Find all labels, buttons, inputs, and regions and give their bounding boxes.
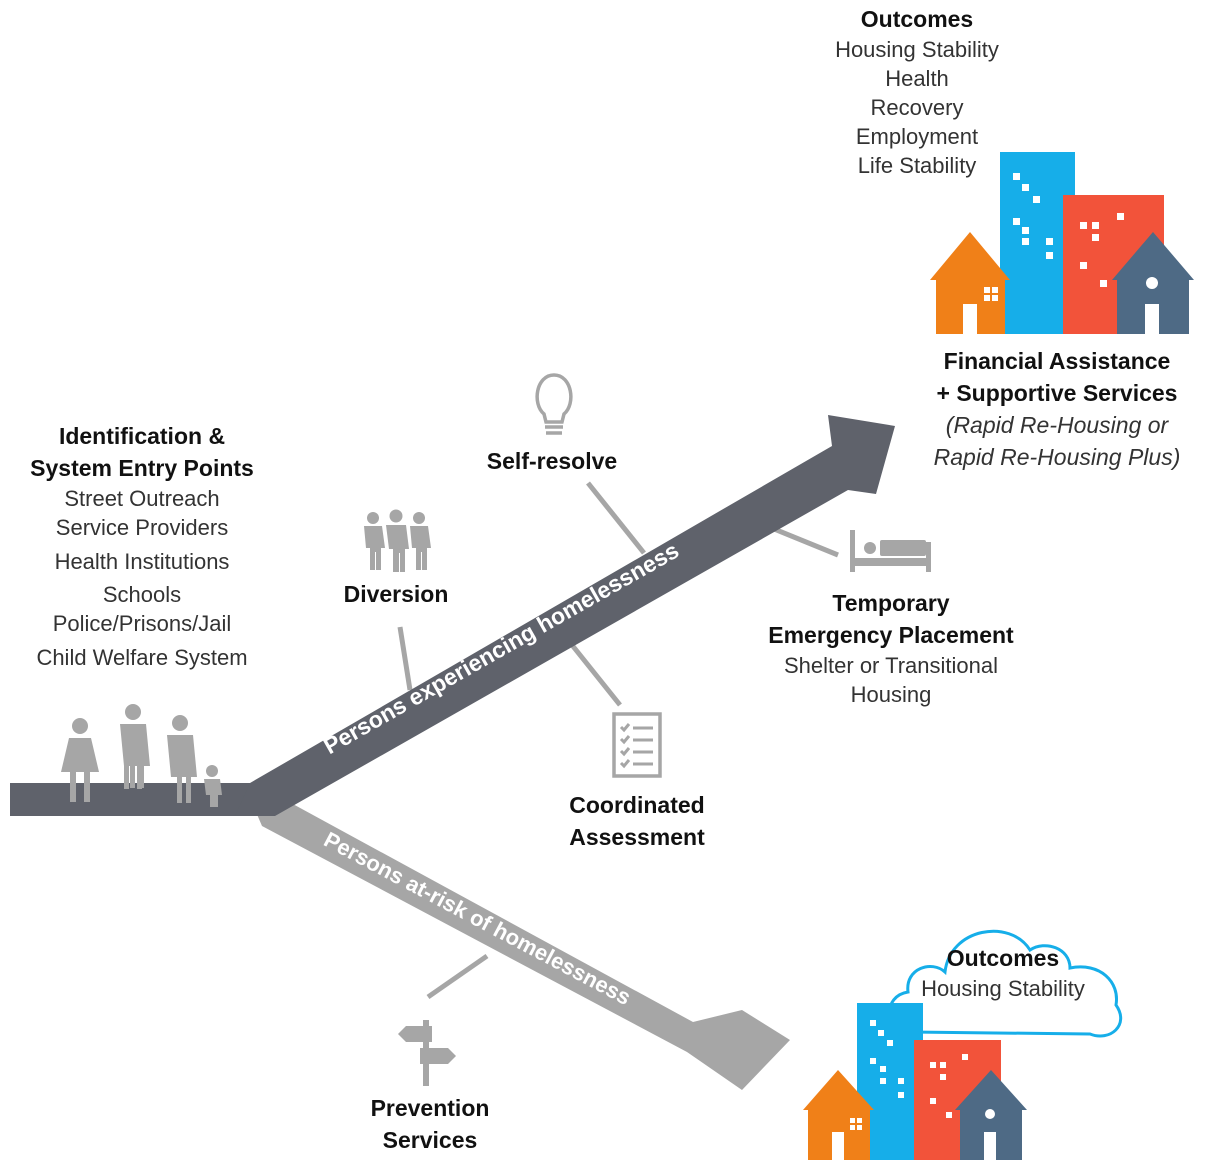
outcomes-top-block: Outcomes Housing Stability Health Recove… [797,3,1037,180]
city-housing-icon-bottom [803,1003,1027,1160]
entry-item: Street Outreach [64,486,220,511]
entry-points-block: Identification & System Entry Points Str… [0,420,284,672]
connector-coordinated [566,638,622,707]
experiencing-path-arrow [235,415,895,816]
checklist-icon [612,712,662,778]
entry-title-line1: Identification & [58,423,226,449]
signpost-icon [398,1020,456,1086]
coordinated-line2: Assessment [569,824,705,850]
outcomes-bottom-block: Outcomes Housing Stability [898,942,1108,1003]
financial-sub1: (Rapid Re-Housing or [945,412,1169,438]
outcome-item: Life Stability [857,153,977,178]
prevention-line1: Prevention [370,1095,490,1121]
temporary-placement-block: Temporary Emergency Placement Shelter or… [741,587,1041,709]
lightbulb-icon [535,373,573,435]
entry-title-line2: System Entry Points [30,455,254,481]
self-resolve-label: Self-resolve [486,448,618,474]
coordinated-line1: Coordinated [569,792,705,818]
cloud-icon [888,929,1123,1038]
entry-item: Schools [102,582,182,607]
connector-diversion [397,626,413,691]
at-risk-path-label: Persons at-risk of homelessness [320,827,635,1010]
outcome-item: Housing Stability [835,37,999,62]
connector-prevention [426,953,489,1000]
prevention-services-block: Prevention Services [340,1092,520,1156]
entry-item: Child Welfare System [36,645,248,670]
coordinated-assessment-block: Coordinated Assessment [537,789,737,853]
outcomes-top-title: Outcomes [860,6,974,32]
temporary-sub1: Shelter or Transitional [784,653,998,678]
temporary-line1: Temporary [832,590,950,616]
entry-item: Health Institutions [54,549,230,574]
prevention-line2: Services [382,1127,478,1153]
diversion-label: Diversion [343,581,449,607]
connector-self-resolve [586,481,646,555]
outcome-item: Employment [855,124,979,149]
entry-item: Police/Prisons/Jail [52,611,232,636]
financial-assistance-block: Financial Assistance + Supportive Servic… [902,345,1212,473]
outcome-item: Health [885,66,949,91]
financial-line2: + Supportive Services [936,380,1178,406]
city-housing-icon [930,152,1194,334]
temporary-line2: Emergency Placement [768,622,1014,648]
group-people-icon [364,509,431,572]
bed-icon [850,530,931,572]
temporary-sub2: Housing [850,682,932,707]
at-risk-path-arrow [250,797,790,1090]
outcomes-bottom-title: Outcomes [946,945,1060,971]
entry-item: Service Providers [55,515,229,540]
financial-sub2: Rapid Re-Housing Plus) [933,444,1181,470]
financial-line1: Financial Assistance [943,348,1171,374]
family-people-icon [61,704,222,807]
outcome-item: Recovery [870,95,964,120]
outcomes-bottom-item: Housing Stability [921,976,1085,1001]
